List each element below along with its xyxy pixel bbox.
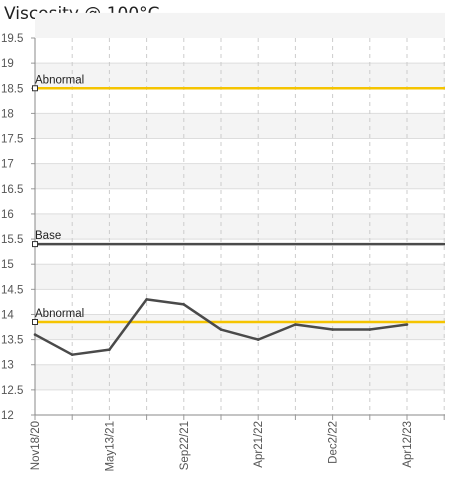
data-point: [108, 348, 111, 351]
reference-label: Base: [35, 230, 61, 242]
y-tick-label: 14: [1, 309, 14, 321]
data-point: [182, 303, 186, 306]
plot-band: [35, 364, 445, 390]
reference-marker: [32, 319, 38, 326]
y-tick-label: 14.5: [1, 284, 23, 296]
x-tick-label: Sep22/21: [179, 421, 191, 470]
y-tick-label: 19.5: [1, 33, 23, 45]
y-tick-label: 16.5: [1, 184, 23, 196]
axes: [31, 37, 445, 420]
y-tick-label: 12: [1, 410, 14, 422]
data-point: [405, 323, 409, 326]
data-point: [145, 298, 148, 301]
reference-label: Abnormal: [35, 74, 84, 86]
reference-marker: [32, 241, 38, 248]
x-tick-labels: Nov18/20 May13/21 Sep22/21 Apr21/22 Dec2/22 A…: [30, 421, 414, 472]
x-tick-label: Apr21/22: [253, 421, 265, 468]
plot-band: [35, 163, 445, 189]
plot-band: [35, 113, 445, 139]
y-tick-label: 16: [1, 209, 14, 221]
x-tick-label: May13/21: [104, 421, 116, 472]
y-tick-label: 12.5: [1, 385, 23, 397]
data-point: [294, 323, 297, 326]
y-tick-label: 15.5: [1, 234, 23, 246]
data-point: [33, 333, 37, 336]
y-tick-label: 17.5: [1, 134, 23, 146]
y-tick-labels: 12 12.5 13 13.5 14 14.5 15 15.5 16 16.5 17 17.5 18 18…: [1, 33, 23, 422]
reference-label: Abnormal: [35, 308, 84, 320]
data-point: [70, 353, 74, 356]
y-tick-label: 15: [1, 259, 14, 271]
y-tick-label: 13.5: [1, 335, 23, 347]
x-tick-label: Apr12/23: [402, 421, 414, 468]
y-tick-label: 18.5: [1, 83, 23, 95]
data-point: [331, 328, 334, 331]
data-point: [256, 338, 260, 341]
plot-bands: [35, 12, 445, 390]
y-tick-label: 19: [1, 58, 14, 70]
plot-band: [35, 264, 445, 290]
reference-marker: [32, 85, 38, 92]
x-tick-label: Dec2/22: [328, 421, 340, 464]
y-tick-label: 13: [1, 360, 14, 372]
plot-band: [35, 63, 445, 89]
data-point: [219, 328, 223, 331]
data-point: [368, 328, 372, 331]
x-tick-label: Nov18/20: [30, 421, 42, 470]
series: [33, 298, 409, 356]
plot-band: [35, 12, 445, 38]
plot-band: [35, 213, 445, 240]
y-tick-label: 18: [1, 108, 14, 120]
y-tick-label: 17: [1, 159, 14, 171]
